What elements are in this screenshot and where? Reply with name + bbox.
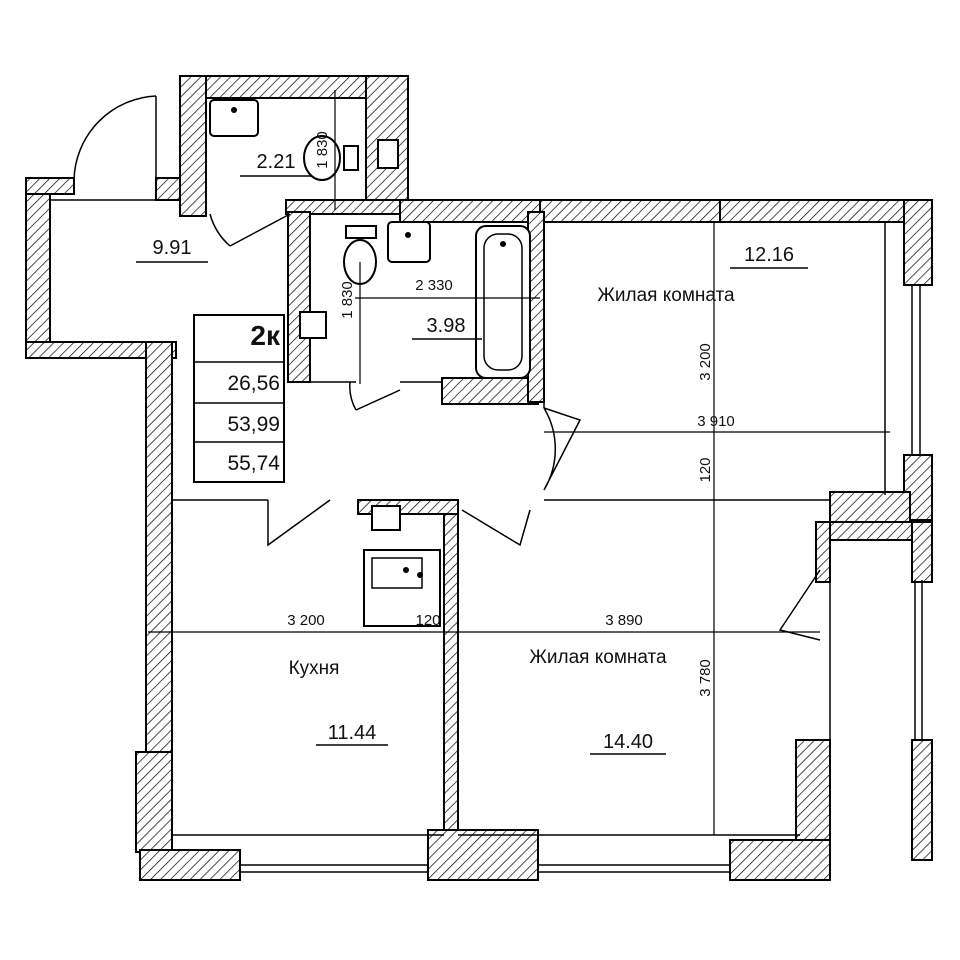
bathtub-icon [475,225,531,379]
wall-bottom-a [139,849,241,881]
dim-bedroom-width: 3 910 [697,413,735,430]
wc-tank-icon [343,145,359,171]
room-outlines [50,199,923,873]
wall-toilet-left [179,75,207,217]
wc-icon [303,135,341,181]
dim-partition-a: 120 [697,457,714,482]
bedroom-name: Жилая комната [597,285,735,306]
wc2-tank-icon [345,225,377,239]
wall-top-bedroom-a [539,199,721,223]
wall-top-bedroom-b [719,199,911,223]
hall-area: 9.91 [153,237,192,259]
apartment-type-label: 2к [250,320,281,351]
riser-icon [377,139,399,169]
dimension-labels: 1 830 1 830 2 330 3 200 3 910 120 3 200 … [287,131,735,697]
dim-toilet-v: 1 830 [339,281,356,319]
wall-kitchen-living [443,499,459,851]
wall-bottom-b [427,829,539,881]
wall-bottom-c [729,839,831,881]
dim-living-height: 3 780 [697,659,714,697]
wall-bath-left [287,211,311,383]
toilet-door [209,213,291,247]
kitchen-name: Кухня [289,658,340,679]
fixtures [209,99,531,627]
living-area-value: 26,56 [227,372,280,395]
walls [25,75,933,881]
wall-hall-bottom [25,341,177,359]
washer-icon [299,311,327,339]
dim-toilet-h: 1 830 [314,131,331,169]
wall-right-a [903,199,933,286]
dim-bath-width: 2 330 [415,277,453,294]
area-summary-table: 2к 26,56 53,99 55,74 [193,314,285,483]
wall-left-outer [145,341,173,753]
entrance-door [73,95,157,181]
dim-partition-b: 120 [415,612,440,629]
living-door [461,509,531,547]
dim-living-width: 3 890 [605,612,643,629]
wall-top-mid [399,199,541,223]
wall-hall-left [25,177,51,359]
dimension-lines [148,90,890,835]
living-area: 14.40 [603,731,653,753]
wall-hall-top-left [25,177,75,195]
wall-bath-bottom [441,377,539,405]
loggia-door [778,569,821,641]
doors [73,95,821,641]
wall-left-bottom [135,751,173,853]
total-area-value: 55,74 [227,452,280,475]
wall-toilet-right [365,75,409,212]
bedroom-door [543,407,582,491]
wall-loggia-right-b [911,739,933,861]
bedroom-area: 12.16 [744,244,794,266]
dim-bedroom-height: 3 200 [697,343,714,381]
dim-kitchen-width: 3 200 [287,612,325,629]
room-labels: 9.91 2.21 3.98 Жилая комната 12.16 Кухня… [136,151,808,755]
wall-bedroom-bottom [829,491,911,523]
area-without-balcony-value: 53,99 [227,413,280,436]
toilet-area: 2.21 [257,151,296,173]
kitchen-door [267,499,331,547]
living-name: Жилая комната [529,647,667,668]
stove-icon [371,505,401,531]
toilet-sink-icon [209,99,259,137]
bath-sink-icon [387,221,431,263]
bath-door [349,381,401,411]
kitchen-area: 11.44 [328,722,377,744]
wall-loggia-right-a [911,521,933,583]
bathroom-area: 3.98 [427,315,466,337]
